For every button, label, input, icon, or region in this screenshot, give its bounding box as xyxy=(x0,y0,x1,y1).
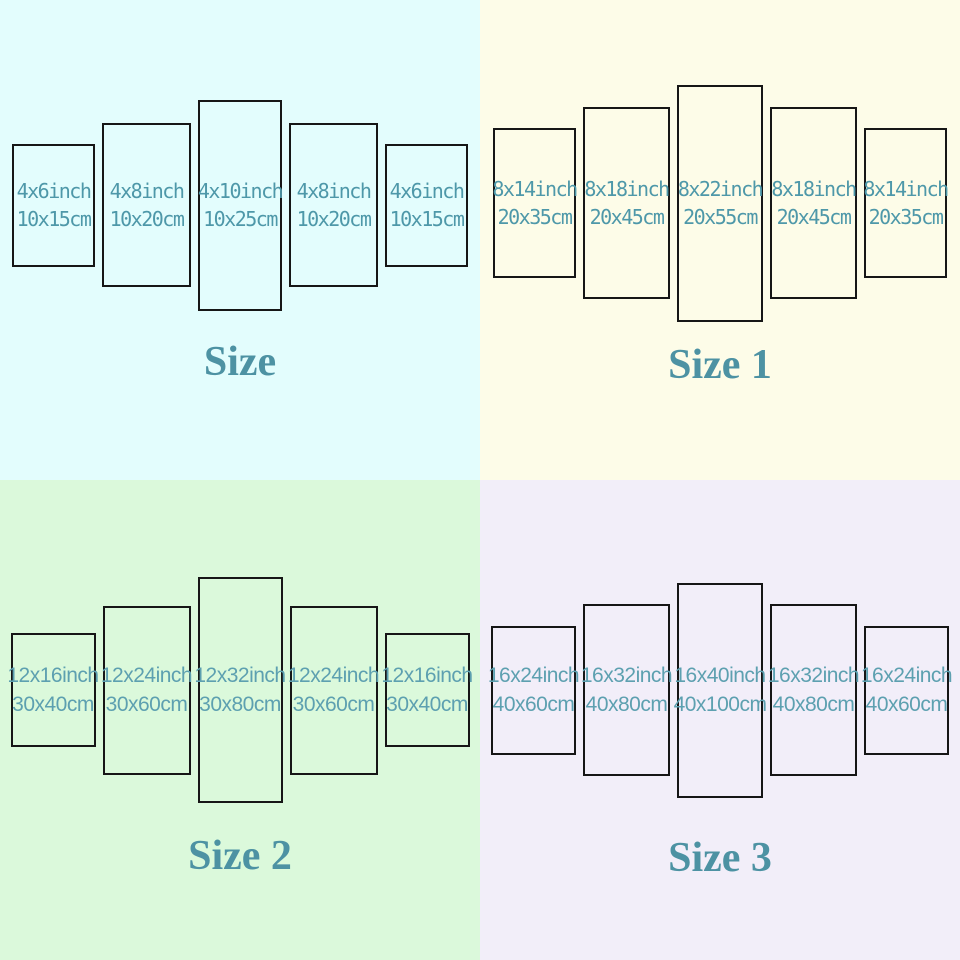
panel-label-cm: 30x60cm xyxy=(292,693,375,716)
panel: 16x40inch 40x100cm xyxy=(674,582,767,798)
panel-label-cm: 20x45cm xyxy=(589,205,665,229)
quadrant-size-1: 8x14inch 20x35cm 8x18inch 20x45cm 8x22in… xyxy=(480,0,960,480)
panel-label-inch: 8x14inch xyxy=(492,177,578,201)
panel: 8x14inch 20x35cm xyxy=(863,128,949,278)
panel: 16x24inch 40x60cm xyxy=(860,625,953,755)
panels-row: 12x16inch 30x40cm 12x24inch 30x60cm 12x3… xyxy=(0,480,480,900)
panel: 12x24inch 30x60cm xyxy=(100,605,193,775)
panels-row: 4x6inch 10x15cm 4x8inch 10x20cm 4x10inch… xyxy=(0,0,480,410)
panel-label-inch: 4x8inch xyxy=(296,179,372,203)
panel-label-cm: 30x80cm xyxy=(199,693,281,716)
panel-label-inch: 4x6inch xyxy=(389,179,465,203)
panel-label-inch: 8x18inch xyxy=(771,177,857,201)
panel-label-inch: 12x16inch xyxy=(7,663,99,687)
panel: 12x24inch 30x60cm xyxy=(287,605,380,775)
quadrant-title: Size 3 xyxy=(668,835,772,881)
panel: 4x6inch 10x15cm xyxy=(12,143,95,267)
panel-label-inch: 4x10inch xyxy=(197,179,284,203)
quadrant-size-3: 16x24inch 40x60cm 16x32inch 40x80cm 16x4… xyxy=(480,480,960,960)
panel-label-inch: 8x14inch xyxy=(863,177,949,201)
panel-label-cm: 20x35cm xyxy=(868,205,944,229)
quadrant-size: 4x6inch 10x15cm 4x8inch 10x20cm 4x10inch… xyxy=(0,0,480,480)
panel-label-inch: 16x24inch xyxy=(487,663,580,687)
quadrant-title: Size 1 xyxy=(668,342,772,388)
panel: 8x14inch 20x35cm xyxy=(492,128,578,278)
panel-label-cm: 20x55cm xyxy=(683,205,758,229)
panel: 4x6inch 10x15cm xyxy=(385,143,468,267)
panel-label-inch: 16x24inch xyxy=(860,663,953,687)
panel-label-cm: 20x35cm xyxy=(497,205,573,229)
panel-label-cm: 40x80cm xyxy=(772,693,855,716)
panel-label-inch: 4x8inch xyxy=(109,179,185,203)
panels-row: 8x14inch 20x35cm 8x18inch 20x45cm 8x22in… xyxy=(480,0,960,406)
panels-row: 16x24inch 40x60cm 16x32inch 40x80cm 16x4… xyxy=(480,480,960,900)
quadrant-title: Size xyxy=(203,339,277,385)
panel: 16x32inch 40x80cm xyxy=(580,604,673,776)
panel: 12x32inch 30x80cm xyxy=(194,577,286,803)
panel-label-cm: 10x15cm xyxy=(16,207,92,231)
panel: 4x10inch 10x25cm xyxy=(197,99,284,311)
panel-label-cm: 40x80cm xyxy=(585,693,668,716)
panel-label-cm: 10x25cm xyxy=(203,207,278,231)
panel-label-inch: 4x6inch xyxy=(16,179,92,203)
panel: 8x22inch 20x55cm xyxy=(677,84,764,322)
panel-label-cm: 30x60cm xyxy=(105,693,188,716)
quadrant-title: Size 2 xyxy=(188,833,292,879)
panel-label-inch: 16x32inch xyxy=(580,663,673,687)
panel: 8x18inch 20x45cm xyxy=(583,107,670,299)
panel-label-cm: 40x60cm xyxy=(492,693,575,716)
panel: 12x16inch 30x40cm xyxy=(7,633,99,747)
panel: 8x18inch 20x45cm xyxy=(770,107,857,299)
panel-label-inch: 16x40inch xyxy=(674,663,766,687)
panel-label-cm: 10x20cm xyxy=(109,207,185,231)
panel-label-inch: 12x32inch xyxy=(194,663,286,687)
panel: 4x8inch 10x20cm xyxy=(289,123,378,287)
panel: 12x16inch 30x40cm xyxy=(381,633,473,747)
panel-label-cm: 40x60cm xyxy=(865,693,948,716)
panel-label-cm: 30x40cm xyxy=(386,693,468,716)
panel-label-inch: 12x24inch xyxy=(100,663,193,687)
panel-label-inch: 8x18inch xyxy=(584,177,670,201)
panel-label-cm: 10x20cm xyxy=(296,207,372,231)
panel-label-inch: 16x32inch xyxy=(767,663,860,687)
panel-label-inch: 12x16inch xyxy=(381,663,473,687)
quadrant-size-2: 12x16inch 30x40cm 12x24inch 30x60cm 12x3… xyxy=(0,480,480,960)
panel: 4x8inch 10x20cm xyxy=(102,123,191,287)
panel: 16x32inch 40x80cm xyxy=(767,604,860,776)
panel-label-cm: 40x100cm xyxy=(673,693,767,716)
panel-label-inch: 8x22inch xyxy=(677,177,764,201)
panel-label-cm: 30x40cm xyxy=(12,693,94,716)
panel-label-cm: 20x45cm xyxy=(776,205,852,229)
panel: 16x24inch 40x60cm xyxy=(487,625,580,755)
panel-label-inch: 12x24inch xyxy=(287,663,380,687)
panel-label-cm: 10x15cm xyxy=(389,207,465,231)
